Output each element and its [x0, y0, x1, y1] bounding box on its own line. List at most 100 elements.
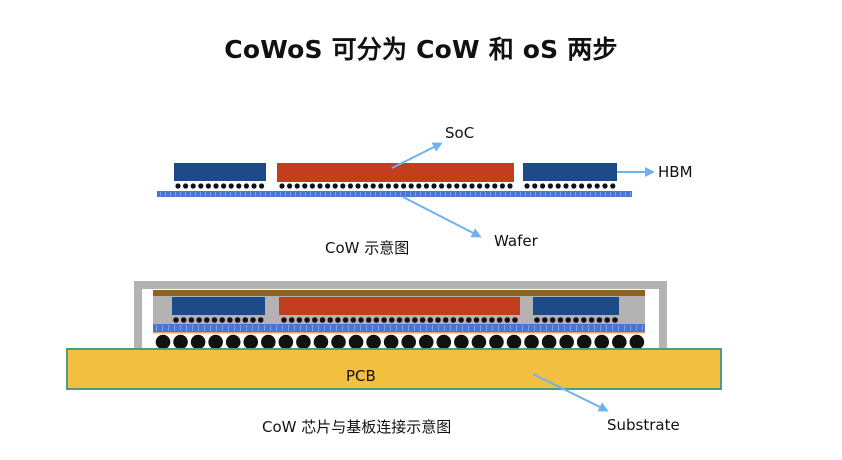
- micro-bump: [363, 183, 369, 189]
- c4-bump: [225, 334, 241, 350]
- pattern-tick: [432, 325, 433, 331]
- soc-die-pkg: [279, 297, 520, 315]
- micro-bump: [442, 317, 449, 323]
- pattern-tick: [546, 325, 547, 331]
- micro-bump: [381, 317, 387, 323]
- pattern-tick: [636, 325, 637, 331]
- micro-bump: [347, 183, 353, 189]
- pattern-tick: [162, 325, 163, 331]
- micro-bump: [287, 183, 293, 189]
- package-lid: [134, 281, 667, 349]
- pattern-tick: [525, 192, 526, 196]
- c4-bump: [612, 334, 627, 350]
- pattern-tick: [165, 192, 166, 196]
- pattern-tick: [294, 325, 295, 331]
- pattern-tick: [470, 192, 471, 196]
- pattern-tick: [408, 325, 409, 331]
- pattern-tick: [444, 325, 445, 331]
- c4-bump: [366, 334, 381, 350]
- micro-bump: [581, 317, 587, 323]
- pattern-tick: [570, 192, 571, 196]
- pattern-tick: [325, 192, 326, 196]
- micro-bump: [547, 183, 554, 189]
- pattern-tick: [435, 192, 436, 196]
- micro-bump: [236, 183, 242, 189]
- micro-bump: [259, 183, 265, 189]
- micro-bump: [469, 183, 475, 189]
- pattern-tick: [240, 325, 241, 331]
- pattern-tick: [440, 192, 441, 196]
- pattern-tick: [402, 325, 403, 331]
- pattern-tick: [522, 325, 523, 331]
- pattern-tick: [252, 325, 253, 331]
- pattern-tick: [390, 192, 391, 196]
- pattern-tick: [530, 192, 531, 196]
- pattern-tick: [425, 192, 426, 196]
- pattern-tick: [606, 325, 607, 331]
- c4-bump: [454, 334, 469, 350]
- hbm-die-left-pkg: [172, 297, 265, 315]
- micro-bump: [477, 183, 483, 189]
- pattern-tick: [375, 192, 376, 196]
- micro-bump: [173, 317, 179, 323]
- micro-bump: [288, 317, 295, 323]
- micro-bump: [602, 183, 608, 189]
- pattern-tick: [582, 325, 583, 331]
- pattern-tick: [330, 325, 331, 331]
- pattern-tick: [456, 325, 457, 331]
- micro-bump: [489, 317, 495, 323]
- c4-bump: [541, 334, 557, 350]
- micro-bump: [524, 183, 530, 189]
- pattern-tick: [510, 192, 511, 196]
- cow-diagram: [157, 142, 655, 238]
- micro-bump: [296, 317, 303, 323]
- pattern-tick: [490, 192, 491, 196]
- pattern-tick: [198, 325, 199, 331]
- pattern-tick: [270, 325, 271, 331]
- pattern-tick: [390, 325, 391, 331]
- pattern-tick: [255, 192, 256, 196]
- pattern-tick: [460, 192, 461, 196]
- pattern-tick: [630, 192, 631, 196]
- pattern-tick: [235, 192, 236, 196]
- micro-bump: [596, 317, 603, 323]
- pattern-tick: [486, 325, 487, 331]
- micro-bump: [358, 317, 364, 323]
- c4-bump: [331, 334, 346, 350]
- pattern-tick: [612, 325, 613, 331]
- micro-bumps: [175, 183, 616, 189]
- micro-bump: [431, 183, 437, 189]
- soc-label: SoC: [445, 124, 475, 142]
- pattern-tick: [240, 192, 241, 196]
- micro-bump: [309, 183, 315, 189]
- pattern-tick: [335, 192, 336, 196]
- pattern-tick: [558, 325, 559, 331]
- pattern-tick: [498, 325, 499, 331]
- pattern-tick: [468, 325, 469, 331]
- micro-bump: [227, 317, 233, 323]
- micro-bump: [542, 317, 548, 323]
- pattern-tick: [618, 325, 619, 331]
- pattern-tick: [445, 192, 446, 196]
- micro-bump: [327, 317, 334, 323]
- micro-bump: [373, 317, 380, 323]
- c4-bump: [313, 334, 329, 350]
- pattern-tick: [555, 192, 556, 196]
- c4-bump: [208, 334, 223, 350]
- micro-bump: [492, 183, 498, 189]
- pattern-tick: [355, 192, 356, 196]
- pattern-tick: [280, 192, 281, 196]
- pattern-tick: [234, 325, 235, 331]
- pattern-tick: [492, 325, 493, 331]
- hbm-die-right-pkg: [533, 297, 619, 315]
- pattern-tick: [462, 325, 463, 331]
- pcb-substrate: [66, 348, 722, 390]
- substrate-label: Substrate: [607, 416, 680, 434]
- c4-bump: [261, 334, 276, 350]
- pattern-tick: [276, 325, 277, 331]
- micro-bump: [389, 317, 395, 323]
- pattern-tick: [575, 192, 576, 196]
- pattern-tick: [230, 192, 231, 196]
- pattern-tick: [204, 325, 205, 331]
- pattern-tick: [282, 325, 283, 331]
